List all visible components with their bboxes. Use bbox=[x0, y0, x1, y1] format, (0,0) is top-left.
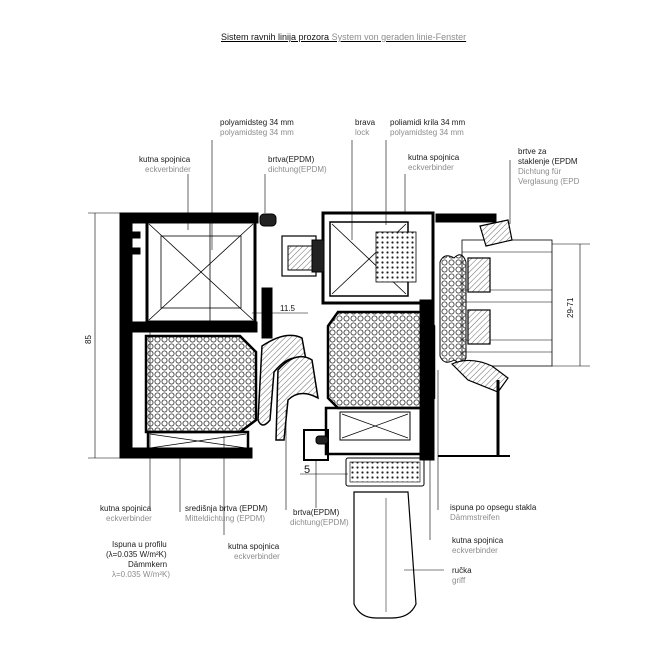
label-brava: brava bbox=[355, 118, 376, 127]
title-de: System von geraden linie-Fenster bbox=[331, 32, 467, 42]
label-kutna-bottom-mid-de: eckverbinder bbox=[234, 552, 280, 561]
label-kutna-bottom-left: kutna spojnica bbox=[100, 504, 152, 513]
label-kutna-bottom-left-de: eckverbinder bbox=[106, 514, 152, 523]
dimension-lines bbox=[88, 212, 590, 475]
handle-griff bbox=[345, 457, 425, 619]
glazing-unit bbox=[438, 219, 553, 457]
label-ispuna-profil-2: (λ=0.035 W/m²K) bbox=[106, 550, 167, 559]
dimension-height: 85 bbox=[84, 335, 93, 344]
label-brtva-top: brtva(EPDM) bbox=[268, 155, 315, 164]
outer-frame bbox=[119, 212, 259, 459]
label-kutna-right: kutna spojnica bbox=[408, 153, 460, 162]
label-rucka: ručka bbox=[452, 566, 472, 575]
dimension-glass: 29-71 bbox=[566, 297, 575, 318]
label-brtva-bottom: brtva(EPDM) bbox=[293, 508, 340, 517]
label-brtve-staklo-de-2: Verglasung (EPD bbox=[518, 177, 580, 186]
label-brtva-top-de: dichtung(EPDM) bbox=[268, 165, 327, 174]
label-polyamidsteg-de: polyamidsteg 34 mm bbox=[220, 128, 294, 137]
label-poliamidi-krila-de: polyamidsteg 34 mm bbox=[390, 128, 464, 137]
label-kutna-top: kutna spojnica bbox=[139, 155, 191, 164]
label-sredisnja-brtva-de: Mitteldichtung (EPDM) bbox=[185, 514, 266, 523]
label-brtve-staklo-1: brtve za bbox=[518, 147, 547, 156]
leader-lines bbox=[149, 140, 511, 571]
label-kutna-bottom-right: kutna spojnica bbox=[452, 536, 504, 545]
sash-profile bbox=[281, 211, 497, 461]
label-brtve-staklo-de-1: Dichtung für bbox=[518, 167, 562, 176]
label-rucka-de: griff bbox=[452, 576, 466, 585]
label-kutna-bottom-right-de: eckverbinder bbox=[452, 546, 498, 555]
label-ispuna-profil-de: λ=0.035 W/m²K) bbox=[112, 570, 171, 579]
label-kutna-top-de: eckverbinder bbox=[145, 165, 191, 174]
page-title: Sistem ravnih linija prozora System von … bbox=[221, 32, 466, 42]
label-ispuna-profil-3: Dämmkern bbox=[128, 560, 168, 569]
label-brava-de: lock bbox=[355, 128, 370, 137]
label-brtva-bottom-de: dichtung(EPDM) bbox=[290, 518, 349, 527]
label-poliamidi-krila: poliamidi krila 34 mm bbox=[390, 118, 466, 127]
dimension-gap: 11.5 bbox=[280, 304, 295, 313]
label-kutna-right-de: eckverbinder bbox=[408, 163, 454, 172]
label-brtve-staklo-2: staklenje (EPDM bbox=[518, 157, 578, 166]
label-sredisnja-brtva: središnja brtva (EPDM) bbox=[185, 504, 268, 513]
label-polyamidsteg: polyamidsteg 34 mm bbox=[220, 118, 294, 127]
label-kutna-bottom-mid: kutna spojnica bbox=[228, 542, 280, 551]
label-ispuna-stakla-de: Dämmstreifen bbox=[450, 513, 500, 522]
dimension-overlap: 5 bbox=[304, 464, 311, 476]
label-ispuna-profil-1: Ispuna u profilu bbox=[112, 540, 167, 549]
label-ispuna-stakla: ispuna po opsegu stakla bbox=[450, 503, 537, 512]
title-hr: Sistem ravnih linija prozora bbox=[221, 32, 330, 42]
